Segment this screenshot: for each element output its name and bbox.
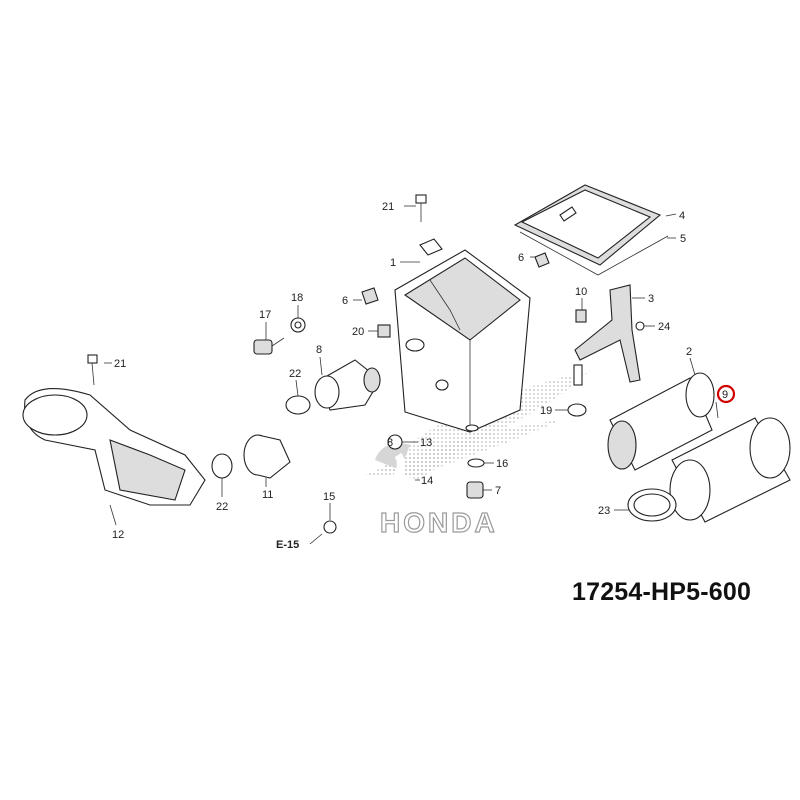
honda-watermark-text: HONDA [380,507,498,538]
drain-plug [573,364,583,386]
highlight-ring-9 [716,384,736,404]
callout-10: 10 [575,286,587,298]
clip-16 [467,458,485,468]
holder-3 [574,284,641,383]
callout-11: 11 [262,489,273,501]
nut-20 [377,324,391,338]
cap-7 [466,481,484,499]
callout-22-top: 22 [289,368,301,380]
callout-9: 9 [722,389,728,401]
connecting-tube-8 [314,359,381,411]
grommet-19 [567,403,587,417]
callout-22-bottom: 22 [216,501,228,513]
callout-15: 15 [323,491,335,503]
callout-17: 17 [259,309,271,321]
sensor-17 [253,337,285,355]
callout-18: 18 [291,292,303,304]
callouts: 21 4 5 1 6 6 18 17 20 10 3 24 21 8 22 2 … [112,201,736,551]
clip-15 [323,520,337,534]
callout-6-top: 6 [518,252,524,264]
clip-6-b [361,287,379,305]
callout-8-top: 8 [316,344,322,356]
callout-2: 2 [686,346,692,358]
screw-24 [635,321,645,331]
callout-21-left: 21 [114,358,126,370]
callout-20: 20 [352,326,364,338]
callout-8-bottom: 8 [387,437,393,449]
callout-14: 14 [421,475,433,487]
leader-lines [104,205,719,526]
air-cleaner-cover [513,184,669,276]
callout-23: 23 [598,505,610,517]
clamp-22-b [211,453,233,479]
clamp-22-a [285,395,311,415]
callout-21-top: 21 [382,201,394,213]
callout-12: 12 [112,529,124,541]
boot-11 [243,434,291,479]
callout-3: 3 [648,293,654,305]
callout-1: 1 [390,257,396,269]
outer-foam-element-9 [669,417,791,523]
air-cleaner-case [394,238,531,433]
clip-6-a [534,252,550,268]
part-number-label: 17254-HP5-600 [572,578,752,606]
bolt-21-top [415,194,427,222]
callout-13: 13 [420,437,432,449]
intake-duct-12 [22,388,206,506]
grommet-10 [575,309,587,323]
reference-e15: E-15 [276,539,299,551]
callout-6-mid: 6 [342,295,348,307]
callout-4: 4 [679,210,685,222]
callout-24: 24 [658,321,670,333]
bolt-21-left [87,354,98,386]
callout-7: 7 [495,485,501,497]
element-2 [607,372,715,471]
callout-16: 16 [496,458,508,470]
callout-19: 19 [540,405,552,417]
callout-5: 5 [680,233,686,245]
